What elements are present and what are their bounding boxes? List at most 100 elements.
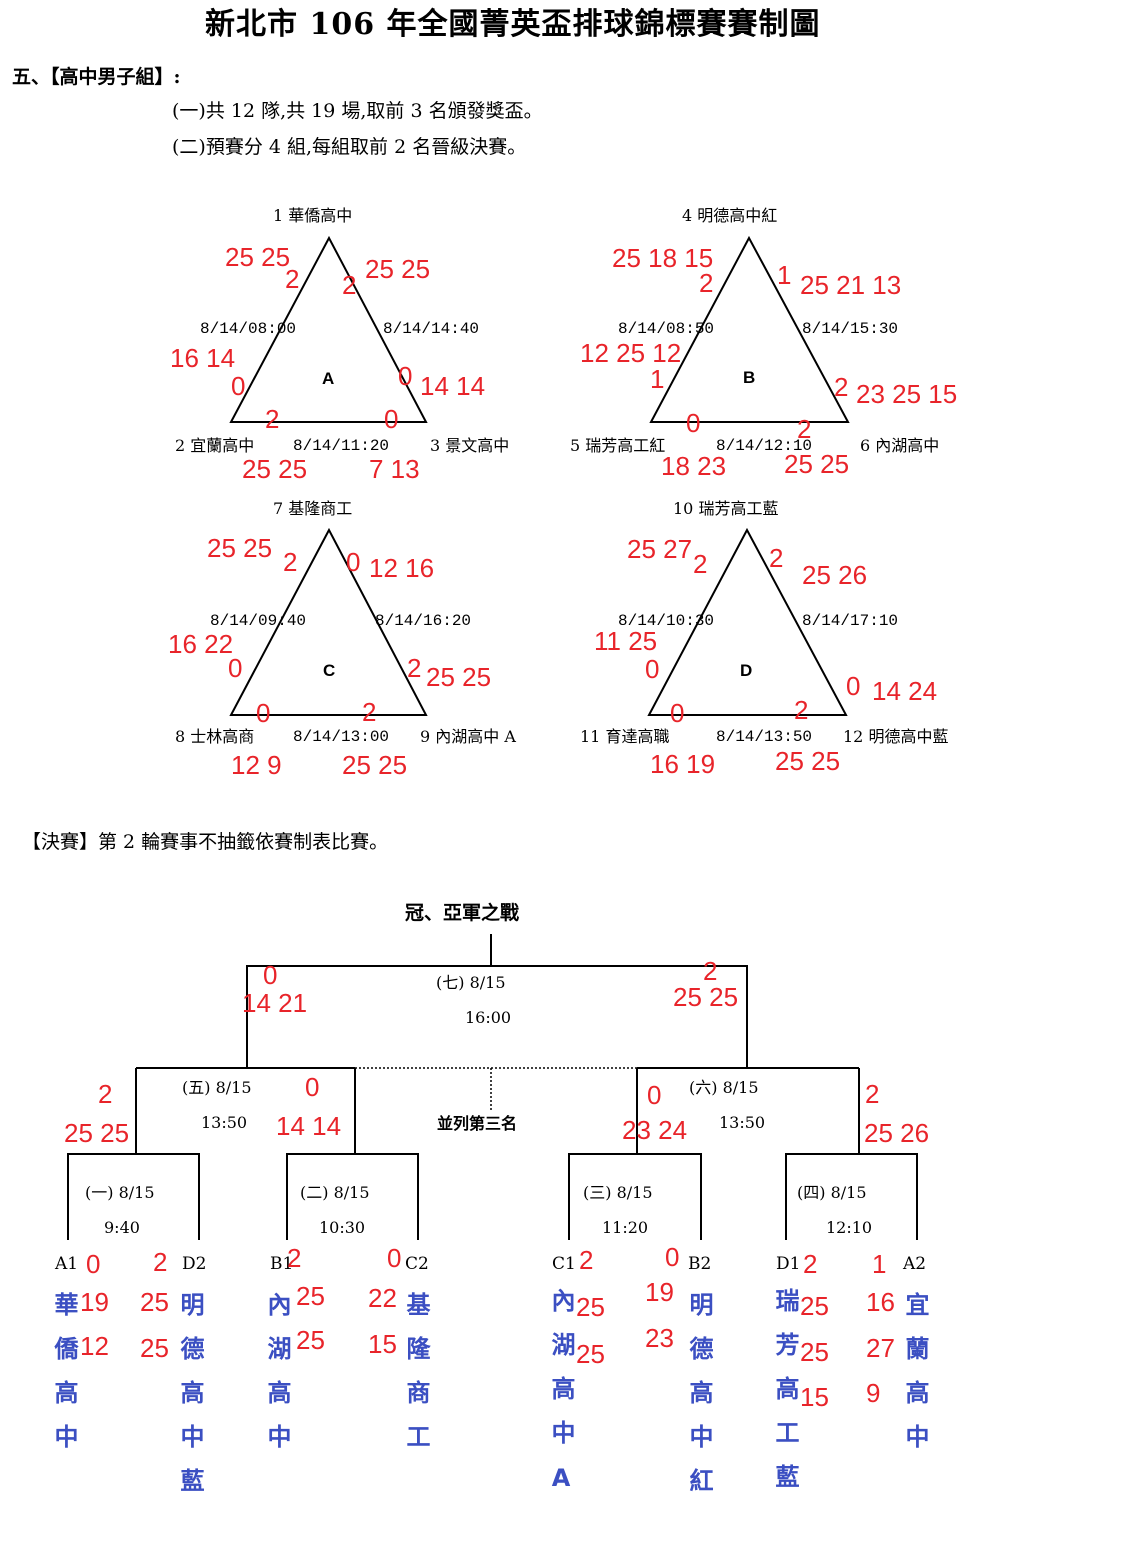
group-a-time-bottom: 8/14/11:20 xyxy=(293,437,390,455)
bracket-semi-6 xyxy=(568,1068,638,1240)
group-b-time-bottom: 8/14/12:10 xyxy=(716,437,813,455)
match-4-label: (四) 8/15 xyxy=(797,1183,867,1202)
bracket-semi-5 xyxy=(67,1068,137,1240)
group-d-left-team: 11 育達高職 xyxy=(580,727,670,746)
match-6-time: 13:50 xyxy=(719,1113,766,1132)
group-d-time-left: 8/14/10:30 xyxy=(618,612,715,630)
group-b-letter: B xyxy=(743,368,756,387)
team-name: 明德高中紅 xyxy=(685,1292,713,1512)
group-a-top-team: 1 華僑高中 xyxy=(273,206,353,225)
final-note: 【決賽】第 2 輪賽事不抽籤依賽制表比賽。 xyxy=(22,831,389,853)
score: 0 xyxy=(384,404,399,434)
group-d-top-team: 10 瑞芳高工藍 xyxy=(673,499,779,518)
score: 2 xyxy=(699,268,714,298)
score: 11 25 xyxy=(594,626,658,656)
team-name: 內湖高中 xyxy=(263,1292,291,1468)
score: 1 xyxy=(777,260,792,290)
score: 2 xyxy=(693,549,708,579)
score: 2 xyxy=(342,270,357,300)
score: 0 xyxy=(256,698,271,728)
match-6-label: (六) 8/15 xyxy=(689,1078,759,1097)
slot-code: A2 xyxy=(903,1254,927,1274)
slot-code: A1 xyxy=(55,1254,79,1274)
score: 25 18 15 xyxy=(612,243,714,273)
match-5-label: (五) 8/15 xyxy=(182,1078,252,1097)
score: 14 14 xyxy=(276,1111,342,1141)
score: 0 xyxy=(263,960,278,990)
score: 25 25 xyxy=(242,454,308,484)
score: 14 14 xyxy=(420,371,486,401)
group-c-right-team: 9 內湖高中 A xyxy=(420,727,516,746)
score: 0 xyxy=(231,371,246,401)
group-a-letter: A xyxy=(322,369,335,388)
match-4-time: 12:10 xyxy=(826,1218,873,1237)
score: 22 xyxy=(368,1283,397,1313)
score: 15 xyxy=(800,1382,829,1412)
score: 2 xyxy=(98,1079,113,1109)
score: 25 xyxy=(800,1337,829,1367)
group-c-time-right: 8/14/16:20 xyxy=(375,612,472,630)
score: 25 xyxy=(296,1325,325,1355)
page-title: 新北市 106 年全國菁英盃排球錦標賽賽制圖 xyxy=(205,7,821,42)
score: 25 xyxy=(800,1291,829,1321)
championship-title: 冠、亞軍之戰 xyxy=(405,902,520,924)
match-3-label: (三) 8/15 xyxy=(583,1183,653,1202)
group-a-time-right: 8/14/14:40 xyxy=(383,320,480,338)
match-3-time: 11:20 xyxy=(602,1218,649,1237)
group-b-left-team: 5 瑞芳高工紅 xyxy=(570,436,666,455)
score: 0 xyxy=(346,547,361,577)
slot-code: B2 xyxy=(688,1254,712,1274)
score: 25 xyxy=(140,1287,169,1317)
score: 0 xyxy=(305,1072,320,1102)
match-1-time: 9:40 xyxy=(104,1218,140,1237)
match-2-label: (二) 8/15 xyxy=(300,1183,370,1202)
score: 25 25 xyxy=(365,254,431,284)
score: 0 xyxy=(686,408,701,438)
group-a-left-team: 2 宜蘭高中 xyxy=(175,436,255,455)
team-name: 宜蘭高中 xyxy=(901,1292,929,1468)
score: 2 xyxy=(285,264,300,294)
score: 2 xyxy=(579,1245,594,1275)
score: 25 xyxy=(576,1292,605,1322)
group-b-time-right: 8/14/15:30 xyxy=(802,320,899,338)
score: 12 25 12 xyxy=(580,338,682,368)
score: 2 xyxy=(797,414,812,444)
score: 19 xyxy=(645,1277,674,1307)
group-d-right-team: 12 明德高中藍 xyxy=(843,727,949,746)
score: 0 xyxy=(387,1243,402,1273)
score: 2 xyxy=(769,543,784,573)
third-place-label: 並列第三名 xyxy=(437,1114,518,1133)
team-name: 內湖高中A xyxy=(547,1288,575,1512)
score: 2 xyxy=(803,1249,818,1279)
score: 2 xyxy=(865,1079,880,1109)
group-c-time-left: 8/14/09:40 xyxy=(210,612,307,630)
score: 27 xyxy=(866,1333,895,1363)
score: 25 25 xyxy=(775,746,841,776)
score: 19 xyxy=(80,1287,109,1317)
score: 25 27 xyxy=(627,534,693,564)
score: 1 xyxy=(650,364,665,394)
group-c-time-bottom: 8/14/13:00 xyxy=(293,728,390,746)
score: 25 25 xyxy=(342,750,408,780)
score: 2 xyxy=(362,697,377,727)
bracket-final xyxy=(246,965,748,1067)
score: 25 xyxy=(576,1339,605,1369)
score: 0 xyxy=(645,654,660,684)
score: 0 xyxy=(665,1242,680,1272)
score: 25 25 xyxy=(784,449,850,479)
group-d-time-right: 8/14/17:10 xyxy=(802,612,899,630)
group-c-letter: C xyxy=(323,661,336,680)
score: 2 xyxy=(703,956,718,986)
group-c-top-team: 7 基隆商工 xyxy=(273,499,353,518)
group-a-time-left: 8/14/08:00 xyxy=(200,320,297,338)
team-name: 瑞芳高工藍 xyxy=(771,1288,799,1508)
team-name: 基隆商工 xyxy=(402,1292,430,1468)
score: 12 xyxy=(80,1331,109,1361)
group-b-time-left: 8/14/08:50 xyxy=(618,320,715,338)
score: 2 xyxy=(265,404,280,434)
score: 23 xyxy=(645,1323,674,1353)
score: 16 19 xyxy=(650,749,716,779)
score: 25 26 xyxy=(802,560,868,590)
score: 7 13 xyxy=(369,454,420,484)
team-name: 明德高中藍 xyxy=(176,1292,204,1512)
